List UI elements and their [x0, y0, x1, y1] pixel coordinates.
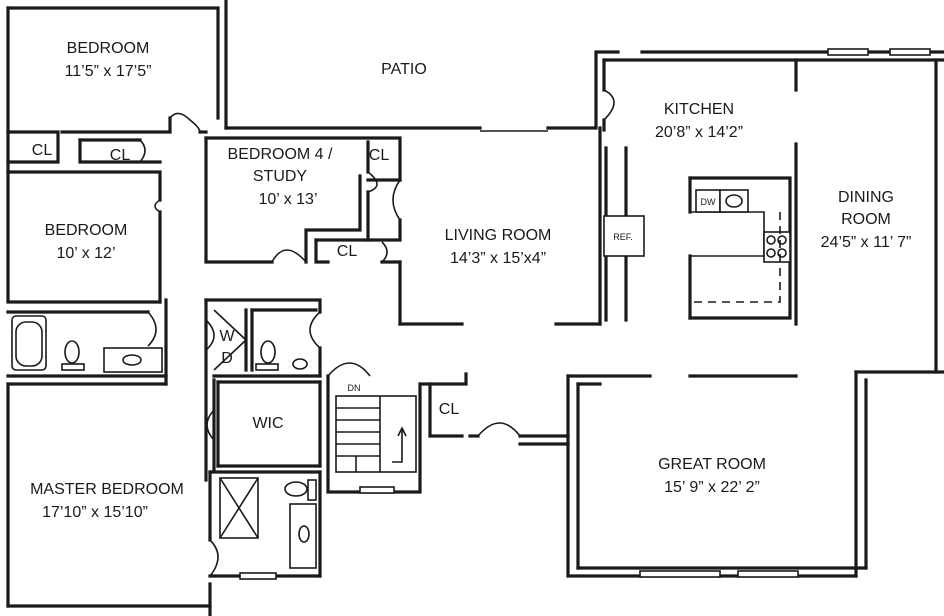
window — [889, 48, 931, 56]
door-swing — [209, 539, 219, 577]
vanity — [289, 503, 317, 569]
labels: BEDROOM 11’5” x 17’5” PATIO KITCHEN 20’8… — [30, 40, 911, 521]
bedroom-2-size: 10’ x 12’ — [57, 245, 116, 262]
dining-room-size: 24’5” x 11’ 7” — [821, 234, 912, 251]
bedroom-4-size: 10’ x 13’ — [259, 191, 318, 208]
burner — [766, 248, 776, 258]
burner — [766, 235, 776, 245]
bedroom-1-size: 11’5” x 17’5” — [65, 63, 152, 80]
sink — [298, 525, 310, 543]
toilet-tank — [61, 363, 85, 371]
master-bedroom-name: MASTER BEDROOM — [30, 481, 184, 498]
sink — [122, 354, 142, 366]
door-swing — [477, 422, 521, 437]
door-swing — [327, 362, 371, 377]
great-room-name: GREAT ROOM — [658, 456, 766, 473]
window — [639, 570, 721, 578]
walls — [6, 0, 944, 616]
living-room-name: LIVING ROOM — [445, 227, 552, 244]
sink — [292, 358, 308, 370]
toilet — [260, 340, 276, 364]
closet-3-name: CL — [369, 147, 390, 164]
bedroom-1-name: BEDROOM — [67, 40, 150, 57]
door-swing — [603, 89, 615, 121]
bedroom-4-name-line2: STUDY — [253, 168, 308, 185]
window — [737, 570, 799, 578]
door-swing — [154, 199, 161, 213]
master-bedroom-size: 17’10” x 15’10” — [42, 504, 148, 521]
refrigerator — [603, 215, 645, 257]
living-room-size: 14’3” x 15’x4” — [450, 250, 546, 267]
door-swing — [367, 171, 378, 193]
bathtub-basin — [15, 321, 43, 367]
wic-name: WIC — [252, 415, 283, 432]
door-swing — [205, 319, 215, 351]
bedroom-2-name: BEDROOM — [45, 222, 128, 239]
dining-room-name-line1: DINING — [838, 189, 894, 206]
toilet-tank — [255, 363, 279, 371]
kitchen-size: 20’8” x 14’2” — [655, 124, 743, 141]
dining-room-name-line2: ROOM — [841, 211, 891, 228]
closet-2-name: CL — [110, 147, 131, 164]
window — [359, 486, 395, 494]
window — [827, 48, 869, 56]
kitchen-name: KITCHEN — [664, 101, 734, 118]
great-room-size: 15’ 9” x 22’ 2” — [664, 479, 760, 496]
door-swing — [147, 311, 157, 347]
toilet-tank — [307, 479, 317, 501]
patio-name: PATIO — [381, 61, 427, 78]
closet-5-name: CL — [439, 401, 460, 418]
door-swing — [392, 179, 401, 221]
doors — [139, 89, 615, 577]
closet-4-name: CL — [337, 243, 358, 260]
kitchen-sink-bowl — [725, 194, 743, 208]
windows — [239, 48, 931, 580]
washer-label: W — [219, 328, 235, 345]
window — [239, 572, 277, 580]
toilet — [64, 340, 80, 364]
door-swing — [271, 249, 307, 263]
door-swing — [169, 112, 201, 133]
dishwasher-label: DW — [701, 197, 716, 207]
refrigerator-label: REF. — [613, 232, 633, 242]
fixtures — [11, 176, 792, 569]
bedroom-4-name-line1: BEDROOM 4 / — [228, 146, 333, 163]
door-swing — [381, 241, 388, 263]
stairs-down-label: DN — [348, 383, 361, 393]
toilet — [284, 481, 308, 497]
door-swing — [139, 139, 146, 163]
dryer-label: D — [221, 350, 233, 367]
stairs — [335, 395, 417, 473]
door-swing — [206, 409, 215, 441]
door-swing — [309, 311, 321, 349]
closet-1-name: CL — [32, 142, 53, 159]
